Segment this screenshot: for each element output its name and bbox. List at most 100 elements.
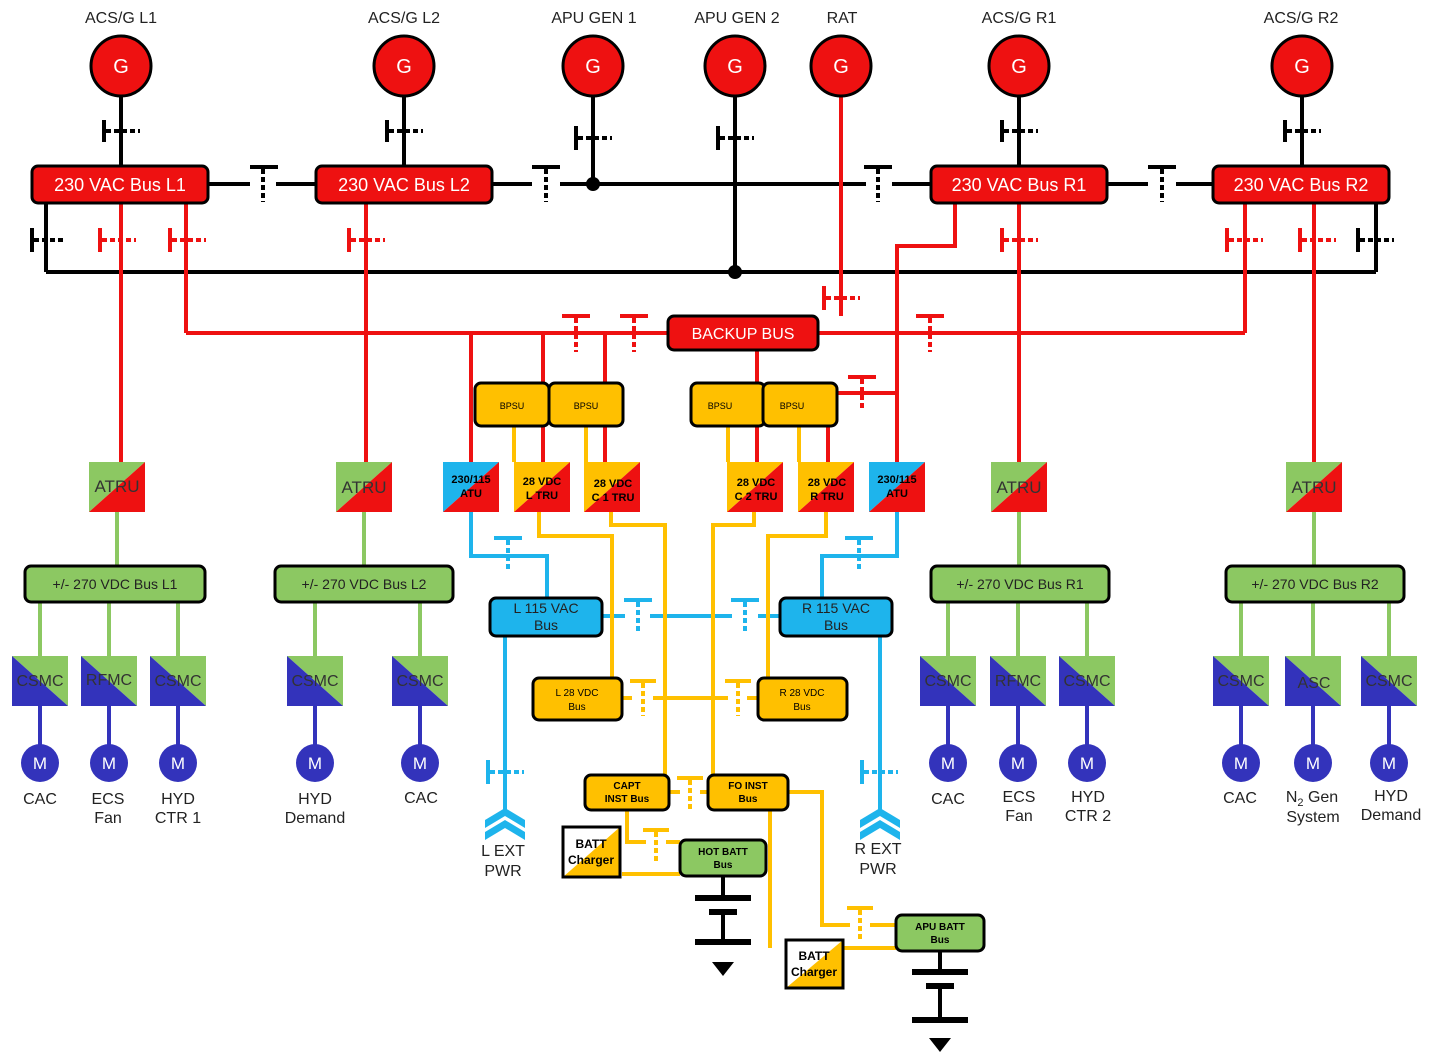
tru-r[interactable]: 28 VDC R TRU — [798, 462, 854, 512]
breaker-backup-left-2[interactable] — [620, 314, 648, 352]
hot-batt-bus[interactable]: HOT BATT Bus — [678, 838, 768, 878]
generator-apu-gen-2[interactable]: G APU GEN 2 — [694, 10, 780, 98]
atu-r[interactable]: 230/115 ATU — [869, 462, 925, 512]
breaker-28-tie-l[interactable] — [630, 679, 656, 716]
generator-acsg-l1[interactable]: G ACS/G L1 — [85, 10, 157, 98]
blue-wires — [469, 512, 899, 810]
atru-r2[interactable]: ATRU — [1286, 462, 1342, 512]
dc28-bus-l[interactable]: L 28 VDC Bus — [531, 676, 624, 722]
dc270-bus-l1[interactable]: +/- 270 VDC Bus L1 — [23, 564, 207, 604]
breaker-backup-r2[interactable] — [1225, 228, 1263, 252]
breaker-acsg-r1[interactable] — [1000, 120, 1038, 142]
controller-r1a[interactable]: CSMC — [920, 656, 976, 706]
controller-l1b[interactable]: RFMC — [81, 656, 137, 706]
ac-bus-l2[interactable]: 230 VAC Bus L2 — [314, 164, 494, 205]
bus-tie-breaker-r1-r2[interactable] — [1148, 165, 1176, 202]
bpsu-b[interactable]: BPSU — [547, 381, 625, 428]
ext-power-l[interactable]: L EXT PWR — [481, 808, 525, 880]
bus-tie-breaker-l2-apu[interactable] — [532, 165, 560, 202]
breaker-acsg-l1[interactable] — [102, 120, 140, 142]
generator-apu-gen-1[interactable]: G APU GEN 1 — [551, 10, 637, 98]
apu-batt-bus[interactable]: APU BATT Bus — [894, 913, 986, 953]
breaker-atu-l[interactable] — [494, 536, 522, 572]
controller-r1b[interactable]: RFMC — [990, 656, 1046, 706]
breaker-ext-pwr-l[interactable] — [486, 760, 524, 784]
ac-bus-r2[interactable]: 230 VAC Bus R2 — [1211, 164, 1391, 205]
batt-charger-a[interactable]: BATT Charger — [561, 825, 622, 879]
dc270-bus-r2[interactable]: +/- 270 VDC Bus R2 — [1224, 564, 1406, 604]
backup-bus[interactable]: BACKUP BUS — [666, 314, 820, 352]
ac-bus-r1[interactable]: 230 VAC Bus R1 — [929, 164, 1109, 205]
ac115-bus-l[interactable]: L 115 VAC Bus — [488, 596, 604, 638]
breaker-apu-batt[interactable] — [847, 906, 873, 940]
tru-l[interactable]: 28 VDC L TRU — [514, 462, 570, 512]
breaker-apu-gen-1[interactable] — [574, 126, 612, 150]
breaker-atu-r[interactable] — [845, 536, 873, 572]
bpsu-d[interactable]: BPSU — [761, 381, 839, 428]
breaker-ext-pwr-r[interactable] — [860, 760, 898, 784]
breaker-115-tie-l[interactable] — [624, 598, 652, 634]
dc270-bus-r1[interactable]: +/- 270 VDC Bus R1 — [929, 564, 1111, 604]
breaker-28-tie-r[interactable] — [725, 679, 751, 716]
bus-tie-breaker-rat-r1[interactable] — [864, 165, 892, 202]
breaker-inst-tie[interactable] — [677, 776, 703, 810]
breaker-tru-r[interactable] — [848, 375, 876, 410]
breaker-acsg-r2[interactable] — [1283, 120, 1321, 142]
breaker-hot-batt[interactable] — [643, 828, 669, 862]
dc28-bus-r[interactable]: R 28 VDC Bus — [756, 676, 849, 722]
apu-batt-bus-line1: APU BATT — [915, 922, 965, 933]
dc270-bus-l2[interactable]: +/- 270 VDC Bus L2 — [273, 564, 455, 604]
controller-l2a[interactable]: CSMC — [287, 656, 343, 706]
generator-acsg-l2[interactable]: G ACS/G L2 — [368, 10, 440, 98]
atru-l2[interactable]: ATRU — [336, 462, 392, 512]
atru-r1[interactable]: ATRU — [991, 462, 1047, 512]
breaker-apu-gen-2[interactable] — [716, 126, 754, 150]
ac-bus-l1[interactable]: 230 VAC Bus L1 — [30, 164, 210, 205]
breaker-rat[interactable] — [822, 286, 860, 310]
batt-charger-b[interactable]: BATT Charger — [784, 938, 845, 990]
controller-l1c[interactable]: CSMC — [150, 656, 206, 706]
ext-power-r[interactable]: R EXT PWR — [854, 808, 902, 878]
bpsu-a[interactable]: BPSU — [473, 381, 551, 428]
breaker-atru-r2[interactable] — [1298, 228, 1336, 252]
fo-inst-bus[interactable]: FO INST Bus — [706, 773, 790, 812]
atru-l1[interactable]: ATRU — [89, 462, 145, 512]
generator-acsg-r2[interactable]: G ACS/G R2 — [1264, 10, 1339, 98]
ac115-bus-r[interactable]: R 115 VAC Bus — [778, 596, 894, 638]
breaker-backup-left-1[interactable] — [562, 314, 590, 352]
breaker-atru-l2[interactable] — [347, 228, 385, 252]
breaker-atru-r1[interactable] — [1000, 228, 1038, 252]
tru-c2[interactable]: 28 VDC C 2 TRU — [727, 462, 783, 512]
generator-acsg-r1[interactable]: G ACS/G R1 — [982, 10, 1057, 98]
tru-c1[interactable]: 28 VDC C 1 TRU — [584, 462, 640, 512]
breaker-backup-right[interactable] — [916, 314, 944, 352]
breaker-acsg-l2[interactable] — [385, 120, 423, 142]
breaker-r2-tie[interactable] — [1356, 228, 1394, 252]
generator-rat[interactable]: G RAT — [809, 10, 873, 98]
atu-l[interactable]: 230/115 ATU — [443, 462, 499, 512]
controller-r2b[interactable]: ASC — [1285, 656, 1341, 706]
bpsu-c[interactable]: BPSU — [689, 381, 767, 428]
controller-r1c[interactable]: CSMC — [1059, 656, 1115, 706]
breaker-backup-l1[interactable] — [168, 228, 206, 252]
capt-inst-bus[interactable]: CAPT INST Bus — [583, 773, 671, 812]
controller-r2c[interactable]: CSMC — [1361, 656, 1417, 706]
controller-l1a[interactable]: CSMC — [12, 656, 68, 706]
breaker-115-tie-r[interactable] — [731, 598, 759, 634]
controller-l2b[interactable]: CSMC — [392, 656, 448, 706]
bus-tie-breaker-l1-l2[interactable] — [250, 165, 278, 202]
breaker-atru-l1[interactable] — [98, 228, 136, 252]
controller-r2a[interactable]: CSMC — [1213, 656, 1269, 706]
breaker-l1-tie[interactable] — [30, 228, 66, 252]
motor-r2b[interactable]: M N2 Gen System — [1286, 744, 1340, 826]
